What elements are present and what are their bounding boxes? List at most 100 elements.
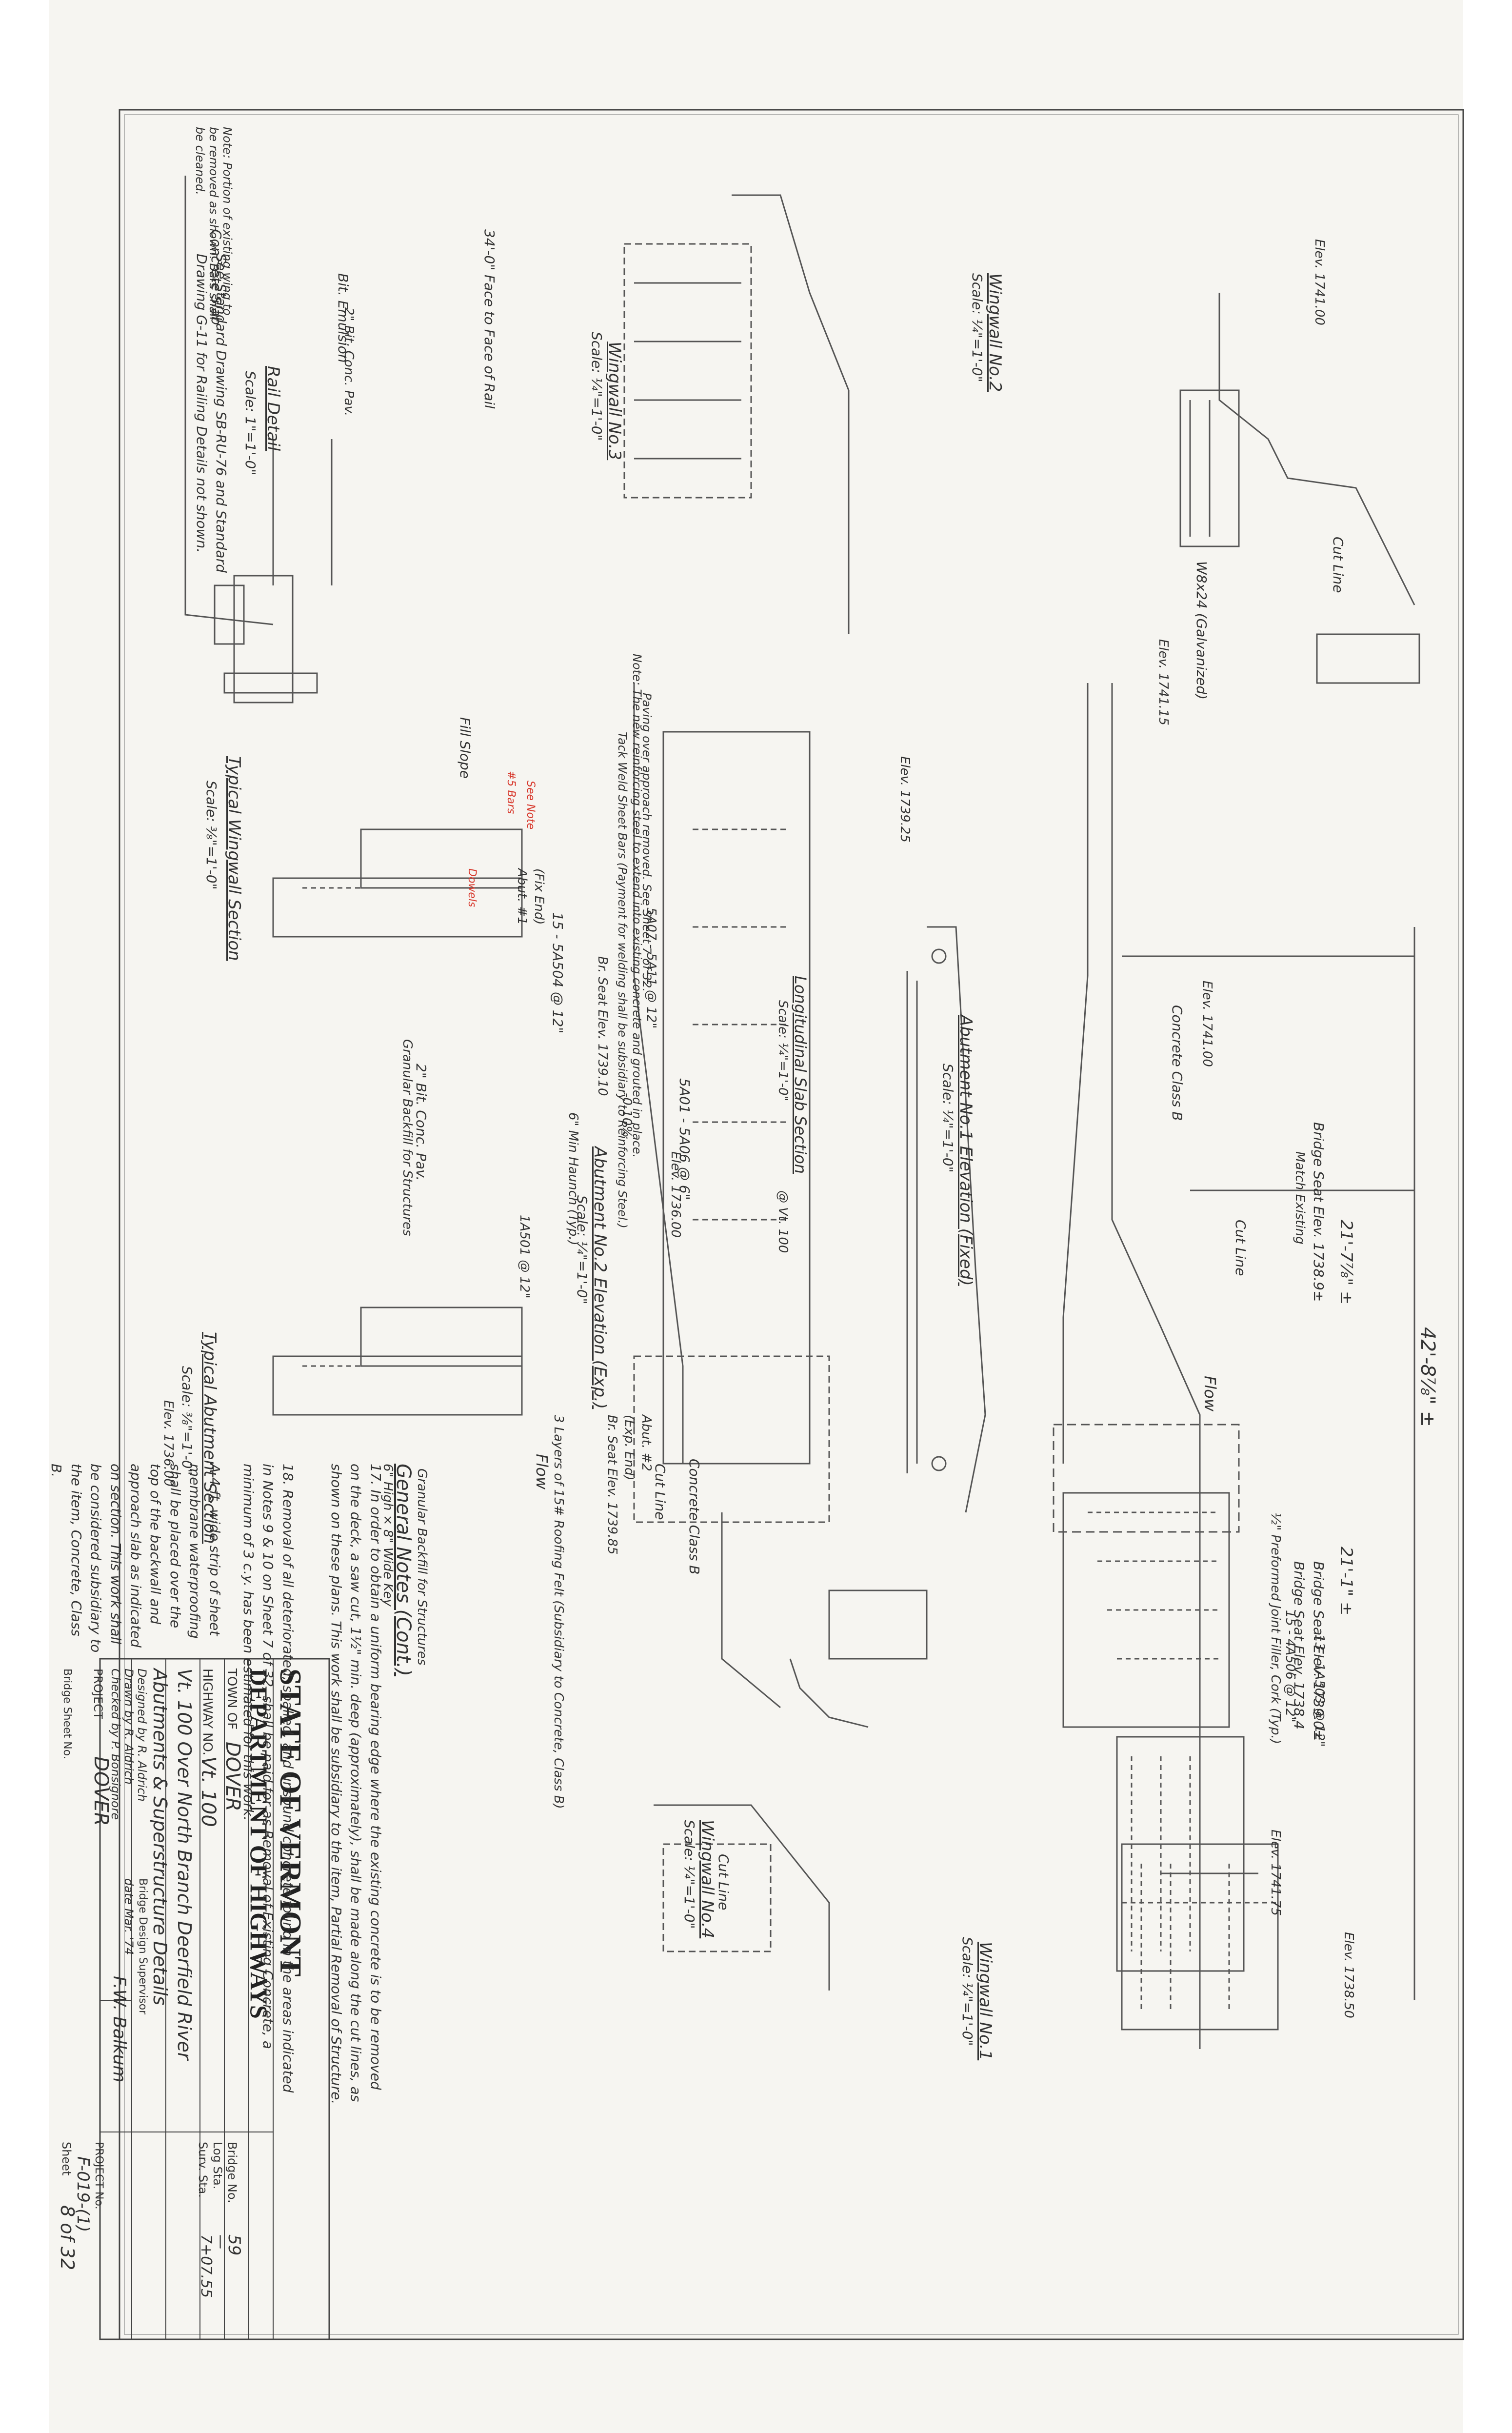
concrete-class-b-1: Concrete Class B	[1169, 1005, 1185, 1121]
abutment-2-elevation	[633, 683, 830, 1709]
wingwall-2-scale: Scale: ¼"=1'-0"	[969, 273, 985, 382]
flow-label-2: Flow	[533, 1454, 551, 1490]
haunch-note: 6" Min Haunch (Typ.)	[566, 1112, 580, 1246]
rail-detail-title: Rail Detail	[263, 366, 283, 451]
preformed-joint-note: ½" Preformed Joint Filler, Cork (Typ.)	[1268, 1512, 1283, 1744]
surv-sta-label: Surv. Sta.	[196, 2142, 210, 2198]
rail-face-dimension: 34'-0" Face to Face of Rail	[481, 229, 497, 409]
longitudinal-slab-section	[789, 926, 986, 1728]
drawing-sheet	[49, 0, 1463, 2433]
elevation-1736-b: Elev. 1736.00	[161, 1400, 176, 1487]
bit-conc-pav-label-2: 2" Bit. Conc. Pav.	[413, 1064, 429, 1181]
general-note-18: 18. Removal of all deteriorated, spalled…	[240, 1464, 296, 2093]
title-block	[99, 1658, 330, 2340]
cut-line-2: Cut Line	[1330, 537, 1346, 593]
granular-backfill-1: Granular Backfill for Structures	[400, 1039, 415, 1236]
flow-label-1: Flow	[1201, 1376, 1219, 1412]
town-label: TOWN OF	[224, 1669, 239, 1730]
wingwall-1-title: Wingwall No.1	[975, 1942, 995, 2061]
typical-wingwall-scale: Scale: ⅜"=1'-0"	[203, 781, 219, 890]
sheet-value: 8 of 32	[57, 2205, 78, 2271]
wingwall-3	[623, 194, 850, 634]
general-note-17: 17. In order to obtain a uniform bearing…	[328, 1464, 384, 2105]
dimension-21-a: 21'-7⅞" ±	[1336, 1220, 1356, 1305]
date: date Mar. '74	[122, 1878, 136, 1955]
sheet-border	[119, 109, 1464, 2340]
elevation-1741-a: Elev. 1741.00	[1200, 981, 1214, 1067]
project-value: DOVER	[90, 1756, 112, 1826]
wingwall-3-title: Wingwall No.3	[605, 342, 624, 461]
wingwall-4	[654, 1804, 830, 1991]
fill-slope-label: Fill Slope	[457, 717, 473, 779]
longitudinal-section-scale-b: @ Vt. 100	[776, 1190, 790, 1253]
bit-conc-pav-label: 2" Bit. Conc. Pav.	[341, 307, 356, 417]
project-no-label: PROJECT No.	[93, 2142, 105, 2210]
abutment-2-elevation-title: Abutment No.2 Elevation (Exp.)	[590, 1146, 610, 1409]
br-seat-long: Br. Seat Elev. 1739.10	[595, 956, 610, 1096]
cut-line-1: Cut Line	[1233, 1220, 1249, 1276]
abut-2-label: Abut. #2	[639, 1415, 654, 1471]
bar-15-5a: 15 - 5A504 @ 12"	[550, 912, 566, 1034]
br-seat-long-2: Br. Seat Elev. 1739.85	[605, 1415, 619, 1555]
note-tack-weld: Tack Weld Sheet Bars (Payment for weldin…	[616, 732, 629, 1228]
abut-1-label: Abut. #1	[515, 868, 529, 925]
rail-detail	[184, 176, 333, 704]
general-notes-heading: General Notes (Cont.)	[392, 1464, 415, 1676]
bar-1a501: 1A501 @ 12"	[517, 1215, 532, 1299]
cut-line-3: Cut Line	[652, 1464, 668, 1520]
bridge-seat-1-note: Match Existing	[1293, 1151, 1307, 1245]
bar-5a01: 5A01 - 5A06 @ 6"	[676, 1078, 693, 1200]
rail-detail-scale: Scale: 1"=1'-0"	[242, 371, 259, 476]
red-markup-1: #5 Bars	[505, 771, 517, 814]
wingwall-2	[1179, 293, 1420, 684]
overall-dimension: 42'-8⅞" ±	[1416, 1327, 1439, 1428]
note-existing-wing: Note: Portion of existing wing to be rem…	[193, 127, 234, 321]
typical-wingwall-title: Typical Wingwall Section	[224, 756, 244, 961]
highway-label: HIGHWAY NO.	[200, 1669, 215, 1756]
typical-abutment-scale: Scale: ⅜"=1'-0"	[179, 1366, 195, 1475]
wingwall-1-scale: Scale: ¼"=1'-0"	[959, 1937, 975, 2046]
project-title-line-1: Vt. 100 Over North Branch Deerfield Rive…	[174, 1669, 195, 2060]
project-title-line-2: Abutments & Superstructure Details	[149, 1669, 171, 2006]
elevation-1738-50: Elev. 1738.50	[1341, 1932, 1356, 2018]
wingwall-2-title: Wingwall No.2	[985, 273, 1005, 392]
key-note: 6" High × 8" Wide Key	[380, 1464, 395, 1607]
elevation-1739-25: Elev. 1739.25	[897, 756, 912, 843]
elevation-1741-75: Elev. 1741.75	[1268, 1830, 1283, 1916]
red-markup-2: Dowels	[466, 868, 478, 907]
w8x24-label: W8x24 (Galvanized)	[1194, 561, 1210, 700]
typical-sections	[272, 828, 523, 1416]
abutment-1-elevation	[1053, 683, 1415, 2049]
bridge-design-supervisor: Bridge Design Supervisor	[137, 1878, 149, 2015]
log-sta-label: Log Sta.	[211, 2142, 224, 2190]
sheet-label: Sheet	[60, 2142, 73, 2176]
elevation-1741-b: Elev. 1741.00	[1312, 239, 1327, 325]
typical-abutment-title: Typical Abutment Section	[200, 1332, 219, 1544]
cut-line-4: Cut Line	[716, 1854, 732, 1910]
general-note-19: A 4 ft. wide strip of sheet membrane wat…	[48, 1464, 223, 1653]
sheet-inner-border	[124, 114, 1459, 2335]
longitudinal-section-scale: Scale: ¼"=1'-0"	[776, 1000, 790, 1102]
bridge-sheet-label: Bridge Sheet No.	[61, 1669, 73, 1759]
abutment-1-elevation-title: Abutment No.1 Elevation (Fixed)	[956, 1015, 975, 1286]
highway-value: Vt. 100	[197, 1756, 219, 1827]
project-label: PROJECT	[91, 1669, 105, 1719]
exp-end-label: (Exp. End)	[622, 1415, 637, 1481]
wingwall-3-scale: Scale: ¼"=1'-0"	[589, 332, 605, 441]
log-sta-value: —	[212, 2234, 229, 2249]
roofing-felt-note: 3 Layers of 15# Roofing Felt (Subsidiary…	[551, 1415, 566, 1809]
bar-15-4a: 15 - 4A506 @ 12"	[1283, 1610, 1297, 1723]
drawn-by: Drawn by R. Aldrich	[122, 1669, 136, 1785]
fix-end-label: (Fix End)	[532, 868, 546, 925]
concrete-class-b-2: Concrete Class B	[686, 1459, 702, 1575]
bridge-no-label: Bridge No.	[225, 2142, 239, 2203]
longitudinal-section-title: Longitudinal Slab Section	[791, 976, 810, 1174]
surv-sta-value: 7+07.55	[198, 2234, 215, 2298]
dimension-21-b: 21'-1" ±	[1336, 1547, 1356, 1616]
bar-13-1a: 13 - 1A503 @ 12"	[1312, 1634, 1327, 1747]
slope-percent: -0.10%	[619, 1093, 634, 1138]
wingwall-4-title: Wingwall No.4	[697, 1820, 717, 1939]
wingwall-1	[1121, 1843, 1279, 2031]
